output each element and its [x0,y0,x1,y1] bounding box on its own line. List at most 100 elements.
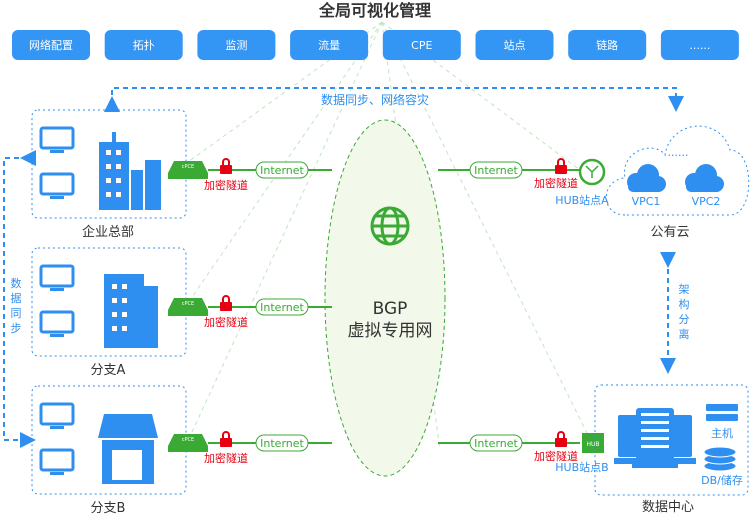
text-label: Internet [260,437,304,450]
text-label: 构 [679,297,690,311]
site-label: 企业总部 [82,224,134,240]
building-icon [104,274,158,348]
lock-icon [220,295,232,311]
nav-bar: 网络配置 拓扑 监测 流量 CPE 站点 链路...... [12,30,739,60]
building-icon [99,132,161,210]
page-title: 全局可视化管理 [318,1,431,20]
tunnel-label: 加密隧道 [534,449,578,463]
nav-label: 流量 [318,38,340,52]
nav-label: 站点 [504,38,526,52]
text-label: 据 [11,291,22,305]
bgp-label: BGP [373,299,408,319]
datacenter-label: 数据中心 [642,500,694,514]
public-cloud-outline [605,125,750,216]
cpe-device-icon: cPCE [168,161,208,179]
text-label: Internet [474,164,518,177]
lock-icon [555,431,567,447]
text-label: cPCE [182,301,194,307]
nav-label: ...... [689,39,710,52]
tunnel-label: 加密隧道 [534,176,578,190]
cpe-device-icon: cPCE [168,298,208,316]
vpn-label: 虚拟专用网 [348,321,433,341]
more-vpc: ...... [668,146,689,159]
monitor-icon [39,264,75,291]
site-box [31,247,187,357]
vpc1-label: VPC1 [632,195,661,208]
text-label: 数 [11,277,22,290]
text-label: cPCE [182,164,194,170]
vpc2-label: VPC2 [692,195,721,208]
site-box [31,109,187,219]
internet-badge: Internet [255,161,309,179]
text-label: cPCE [182,437,194,443]
nav-button-7[interactable]: ...... [660,30,739,60]
site-label: 分支B [91,501,126,514]
nav-label: CPE [411,39,432,52]
text-label: HUB [586,441,599,448]
site-0: 企业总部 cPCE 加密隧道 Internet Internet 加密隧道 HUB站点A [31,109,609,240]
host-label: 主机 [711,426,733,440]
nav-label: 网络配置 [29,38,73,52]
nav-button-4[interactable]: CPE [382,30,461,60]
tunnel-label: 加密隧道 [204,178,248,192]
db-label: DB/储存 [701,473,743,487]
text-label: Internet [260,164,304,177]
side-sync-label: 数据同步 [11,277,22,335]
hub-a-label: HUB站点A [555,193,609,207]
bgp-vpn-ellipse [324,119,446,477]
database-icon [703,446,737,472]
side-sync-arrow [3,150,36,448]
public-cloud-label: 公有云 [650,225,689,240]
tunnel-label: 加密隧道 [204,315,248,329]
text-label: Internet [260,301,304,314]
nav-label: 链路 [596,38,618,52]
text-label: 同 [11,307,22,320]
nav-button-5[interactable]: 站点 [475,30,554,60]
nav-button-6[interactable]: 链路 [568,30,647,60]
hub-chip-icon: HUB [582,433,604,453]
nav-button-3[interactable]: 流量 [290,30,369,60]
internet-badge: Internet [469,161,523,179]
sync-arrow [104,87,684,112]
text-label: 架 [679,283,690,296]
internet-badge: Internet [255,434,309,452]
internet-badge: Internet [255,298,309,316]
hub-b-label: HUB站点B [555,460,608,474]
nav-button-1[interactable]: 拓扑 [104,30,183,60]
monitor-icon [39,448,75,475]
nav-label: 监测 [225,39,247,52]
globe-icon [370,206,410,246]
monitor-icon [39,172,75,199]
tunnel-label: 加密隧道 [204,451,248,465]
vpc2-cloud-icon [685,164,724,192]
nav-button-0[interactable]: 网络配置 [12,30,90,60]
site-label: 分支A [91,363,126,378]
nav-button-2[interactable]: 监测 [197,30,276,60]
host-icon [706,404,738,421]
monitor-icon [39,310,75,337]
hub-icon [578,158,606,186]
monitor-icon [39,402,75,429]
site-1: 分支A cPCE 加密隧道 Internet [31,247,332,378]
text-label: 步 [11,322,22,335]
datacenter-box [594,384,749,496]
store-icon [98,414,158,484]
internet-badge: Internet [469,434,523,452]
site-2: 分支B cPCE 加密隧道 Internet Internet 加密隧道 HUB HUB站点B [31,385,609,514]
sync-label: 数据同步、网络容灾 [321,92,429,107]
lock-icon [220,431,232,447]
nav-label: 拓扑 [133,38,155,52]
server-rack-icon [614,408,696,468]
site-box [31,385,187,495]
lock-icon [555,158,567,174]
lock-icon [220,158,232,174]
vpc1-cloud-icon [627,164,666,192]
text-label: Internet [474,437,518,450]
text-label: 离 [679,327,690,341]
cpe-device-icon: cPCE [168,434,208,452]
monitor-icon [39,126,75,153]
text-label: 分 [679,313,690,326]
